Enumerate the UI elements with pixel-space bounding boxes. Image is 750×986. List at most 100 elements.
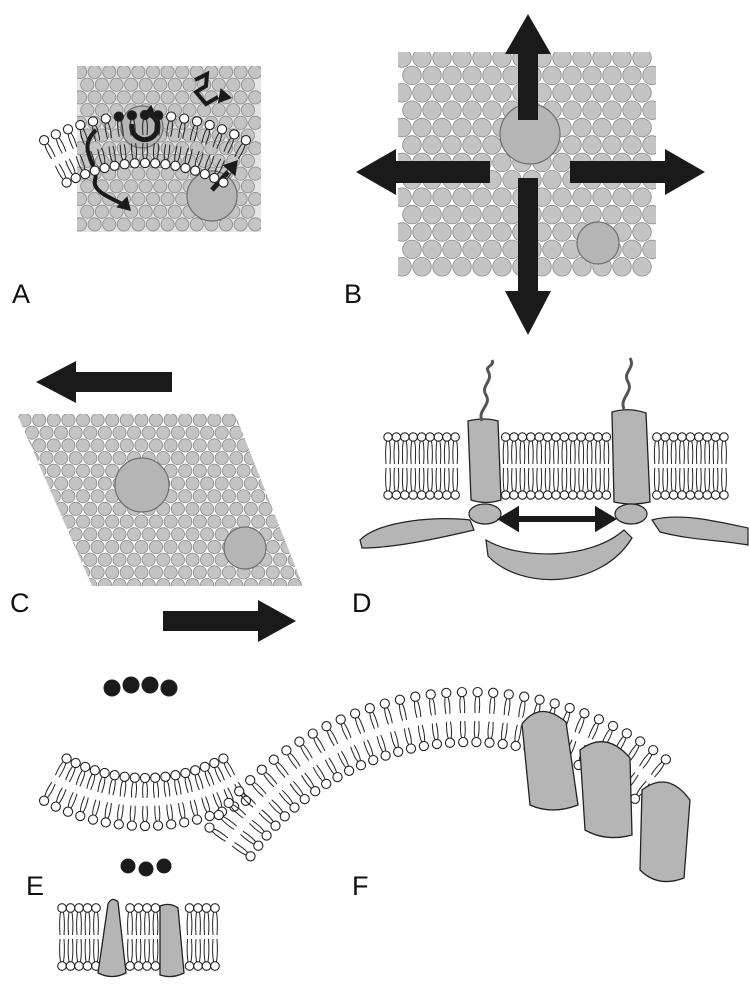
lipid-tail <box>436 468 437 491</box>
lipid-head <box>246 852 255 861</box>
lipid-tail <box>145 939 146 962</box>
phospholipid <box>426 433 434 464</box>
lipid-head <box>423 101 442 120</box>
lipid-tail <box>494 698 495 714</box>
lipid-head <box>18 490 31 503</box>
lipid-tail <box>532 441 533 464</box>
lipid-tail <box>591 441 592 464</box>
lipid-head <box>222 566 235 579</box>
phospholipid <box>392 433 400 464</box>
lipid-tail <box>113 780 115 795</box>
lipid-tail <box>680 468 681 491</box>
lipid-head <box>393 49 412 68</box>
lipid-tail <box>243 831 256 842</box>
lipid-head <box>106 413 119 426</box>
lipid-head <box>288 553 301 566</box>
phospholipid <box>154 806 163 831</box>
lipid-head <box>142 528 155 541</box>
lipid-head <box>212 104 225 117</box>
lipid-tail <box>488 722 489 738</box>
lipid-tail <box>457 468 458 491</box>
phospholipid <box>40 136 56 159</box>
lipid-head <box>498 739 507 748</box>
lipid-head <box>463 101 482 120</box>
lipid-head <box>132 218 145 231</box>
shear-arrow-left-icon <box>36 361 172 403</box>
lipid-head <box>295 464 308 477</box>
black-lipid-head <box>161 680 177 696</box>
lipid-tail <box>94 912 95 935</box>
lipid-tail <box>709 468 710 491</box>
lipid-head <box>504 690 513 699</box>
lipid-tail <box>503 441 504 464</box>
lipid-tail <box>136 939 137 962</box>
lipid-head <box>149 566 162 579</box>
lipid-head <box>25 426 38 439</box>
lipid-head <box>695 433 703 441</box>
lipid-head <box>58 904 67 913</box>
lipid-head <box>117 218 130 231</box>
phospholipid <box>409 468 417 499</box>
lipid-tail <box>537 441 538 464</box>
lipid-head <box>565 703 574 712</box>
lipid-tail <box>93 800 96 815</box>
lipid-tail <box>453 468 454 491</box>
integral-protein <box>468 419 501 503</box>
lipid-head <box>237 515 250 528</box>
phospholipid <box>205 823 228 841</box>
lipid-head <box>154 78 167 91</box>
lipid-tail <box>558 468 559 491</box>
lipid-head <box>222 439 235 452</box>
lipid-tail <box>579 468 580 491</box>
lipid-tail <box>671 468 672 491</box>
lipid-head <box>140 773 149 782</box>
lipid-head <box>33 515 46 528</box>
lipid-head <box>413 49 432 68</box>
lipid-head <box>550 699 559 708</box>
phospholipid <box>134 904 143 935</box>
lipid-head <box>419 741 428 750</box>
phospholipid <box>384 433 392 464</box>
lipid-head <box>254 841 263 850</box>
lipid-head <box>91 439 104 452</box>
panel-label-a: A <box>12 279 30 309</box>
lipid-head <box>81 104 94 117</box>
black-lipid-head <box>121 859 135 873</box>
lipid-head <box>395 695 404 704</box>
lipid-head <box>215 477 228 490</box>
phospholipid <box>510 468 518 499</box>
lipid-head <box>227 78 240 91</box>
phospholipid <box>442 688 451 714</box>
lipid-head <box>135 413 148 426</box>
lipid-head <box>593 49 612 68</box>
lipid-head <box>139 78 152 91</box>
lipid-head <box>185 962 194 971</box>
lipid-tail <box>234 843 247 853</box>
lipid-tail <box>147 783 148 798</box>
lipid-head <box>443 136 462 155</box>
lipid-tail <box>518 726 521 742</box>
lipid-tail <box>370 713 375 729</box>
lipid-head <box>176 65 189 78</box>
lipid-head <box>106 515 119 528</box>
lipid-head <box>406 744 415 753</box>
phospholipid <box>543 468 551 499</box>
lipid-head <box>288 426 301 439</box>
cytoskeleton-filament <box>652 517 748 545</box>
lipid-head <box>205 811 214 820</box>
lipid-tail <box>167 805 169 820</box>
lipid-tail <box>654 468 655 491</box>
lipid-head <box>154 205 167 218</box>
lipid-head <box>179 515 192 528</box>
lipid-head <box>417 491 425 499</box>
lipid-head <box>308 729 317 738</box>
lipid-head <box>179 540 192 553</box>
lipid-tail <box>91 775 95 790</box>
lipid-head <box>259 452 272 465</box>
lipid-tail <box>507 441 508 464</box>
lipid-tail <box>386 441 387 464</box>
lipid-tail <box>512 441 513 464</box>
lipid-tail <box>465 721 466 737</box>
phospholipid <box>711 468 719 499</box>
lipid-tail <box>402 704 406 720</box>
